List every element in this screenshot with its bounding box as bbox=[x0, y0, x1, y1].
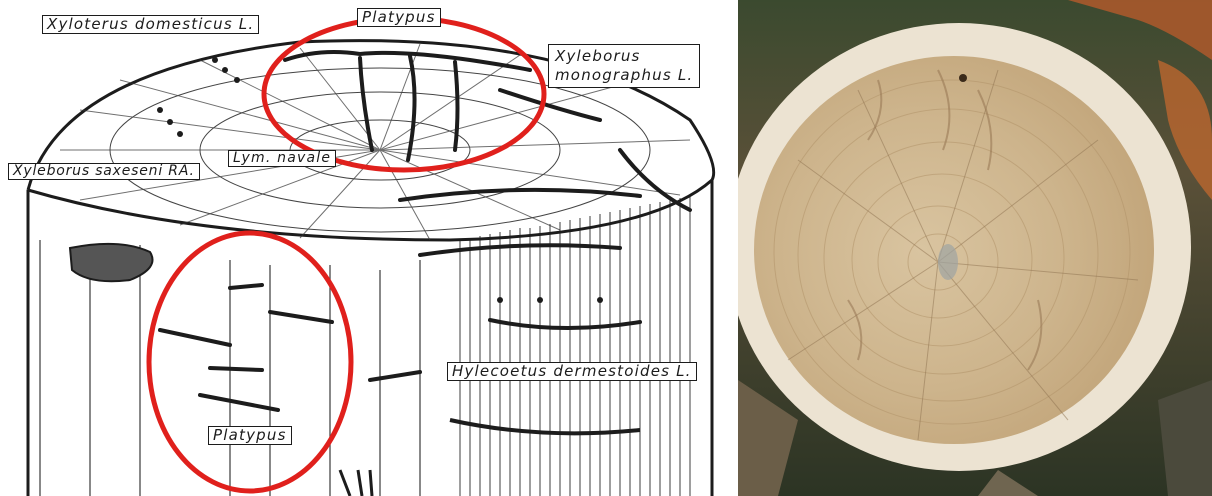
log-photo-panel bbox=[738, 0, 1212, 496]
label-platypus-bottom: Platypus bbox=[208, 426, 292, 445]
log-cross-section-photo bbox=[738, 0, 1212, 496]
label-xyleborus-saxeseni: Xyleborus saxeseni RA. bbox=[8, 163, 200, 180]
engraving-panel: Xyloterus domesticus L. Platypus Xylebor… bbox=[0, 0, 733, 496]
label-lym-navale: Lym. navale bbox=[228, 150, 336, 167]
label-xyloterus-domesticus: Xyloterus domesticus L. bbox=[42, 15, 259, 34]
label-hylecoetus-dermestoides: Hylecoetus dermestoides L. bbox=[447, 362, 697, 381]
label-xyleborus-monographus: Xyleborus monographus L. bbox=[548, 44, 700, 88]
label-monographus-line2: monographus L. bbox=[555, 66, 693, 85]
label-monographus-line1: Xyleborus bbox=[555, 47, 693, 66]
label-platypus-top: Platypus bbox=[357, 8, 441, 27]
